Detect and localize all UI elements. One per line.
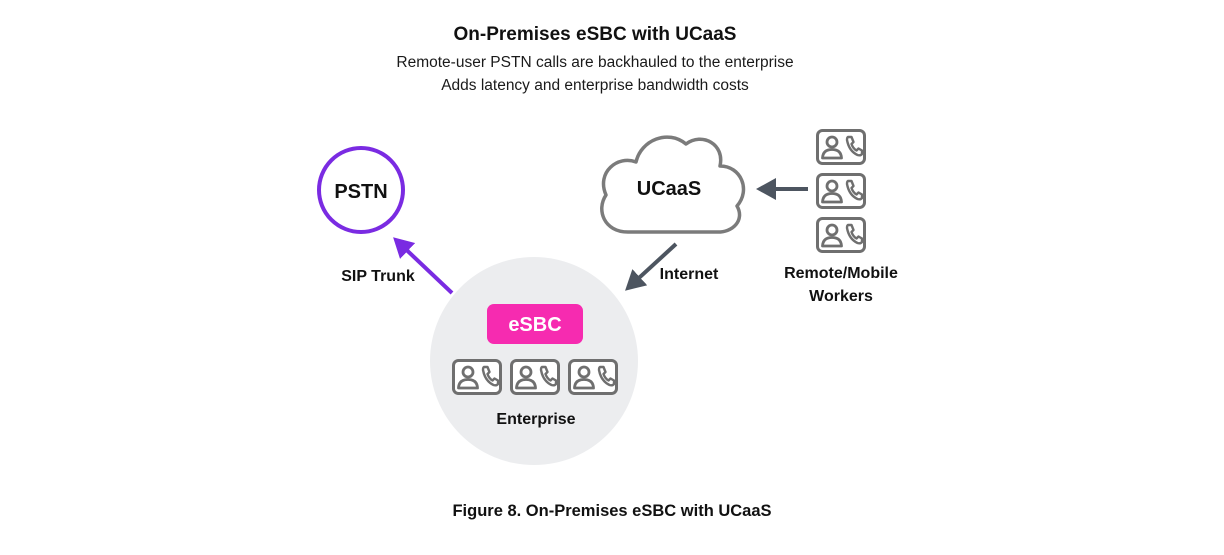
pstn-label: PSTN [334,181,387,203]
diagram-title: On-Premises eSBC with UCaaS [453,24,737,45]
internet-label: Internet [660,266,719,283]
sip-trunk-label: SIP Trunk [341,268,415,285]
remote-workers-label-line1: Remote/Mobile [784,265,898,282]
diagram-subtitle-line2: Adds latency and enterprise bandwidth co… [441,77,749,94]
esbc-label: eSBC [508,314,561,336]
user-phone-icon [816,129,866,165]
user-phone-icon [568,359,618,395]
diagram-subtitle-line1: Remote-user PSTN calls are backhauled to… [396,54,794,71]
enterprise-label: Enterprise [496,411,575,428]
user-phone-icon [816,217,866,253]
esbc-box [487,304,583,344]
internet-arrow [625,242,678,291]
ucaas-label: UCaaS [637,178,701,200]
cloud-icon [600,135,746,234]
sip-trunk-arrow [393,237,454,295]
user-phone-icon [816,173,866,209]
pstn-node [317,146,405,234]
user-phone-icon [510,359,560,395]
remote-workers-label-line2: Workers [809,288,873,305]
user-phone-icon [452,359,502,395]
figure-caption: Figure 8. On-Premises eSBC with UCaaS [452,502,772,520]
